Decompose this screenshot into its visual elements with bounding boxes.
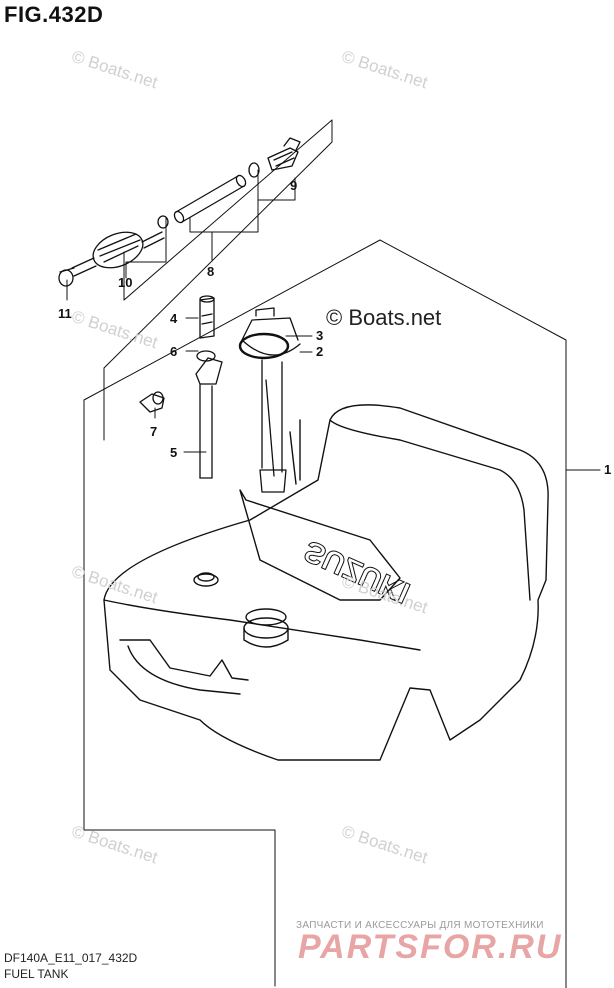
fuel-tank-body xyxy=(103,404,549,761)
callout-5: 5 xyxy=(170,445,178,460)
filter-part-4 xyxy=(199,295,215,339)
leader-10 xyxy=(125,217,167,279)
fitting-part-7 xyxy=(139,391,165,413)
connector-part-9 xyxy=(267,137,301,171)
oring-part-6 xyxy=(196,350,216,362)
callout-3: 3 xyxy=(316,328,324,343)
callout-4: 4 xyxy=(170,311,178,326)
callout-6: 6 xyxy=(170,344,178,359)
fuel-gauge-part-2 xyxy=(241,307,301,493)
callout-1: 1 xyxy=(604,462,612,477)
leader-8 xyxy=(189,169,259,261)
callout-11: 11 xyxy=(58,306,72,321)
figure-title: FIG.432D xyxy=(4,2,104,27)
callout-7: 7 xyxy=(150,424,158,439)
figure-name: FUEL TANK xyxy=(4,967,69,981)
hose-kit-bracket xyxy=(123,119,333,301)
callout-9: 9 xyxy=(290,178,298,193)
clamp-part-11 xyxy=(58,267,75,287)
tank-assembly-bracket xyxy=(83,239,567,988)
primer-bulb-part-10 xyxy=(71,215,169,277)
hose-kit-box xyxy=(103,141,333,441)
brand-logo: PARTSFOR.RU xyxy=(298,928,563,966)
brand-tagline: ЗАПЧАСТИ И АКСЕССУАРЫ ДЛЯ МОТОТЕХНИКИ xyxy=(296,920,544,931)
fuel-hose-part-8 xyxy=(173,162,260,224)
figure-code: DF140A_E11_017_432D xyxy=(4,951,138,965)
callout-8: 8 xyxy=(207,264,215,279)
callout-2: 2 xyxy=(316,344,324,359)
gasket-part-3 xyxy=(238,332,290,360)
callout-10: 10 xyxy=(118,275,133,290)
leader-9 xyxy=(257,177,296,201)
copyright-label: © Boats.net xyxy=(326,305,442,330)
pickup-tube-part-5 xyxy=(195,357,223,479)
